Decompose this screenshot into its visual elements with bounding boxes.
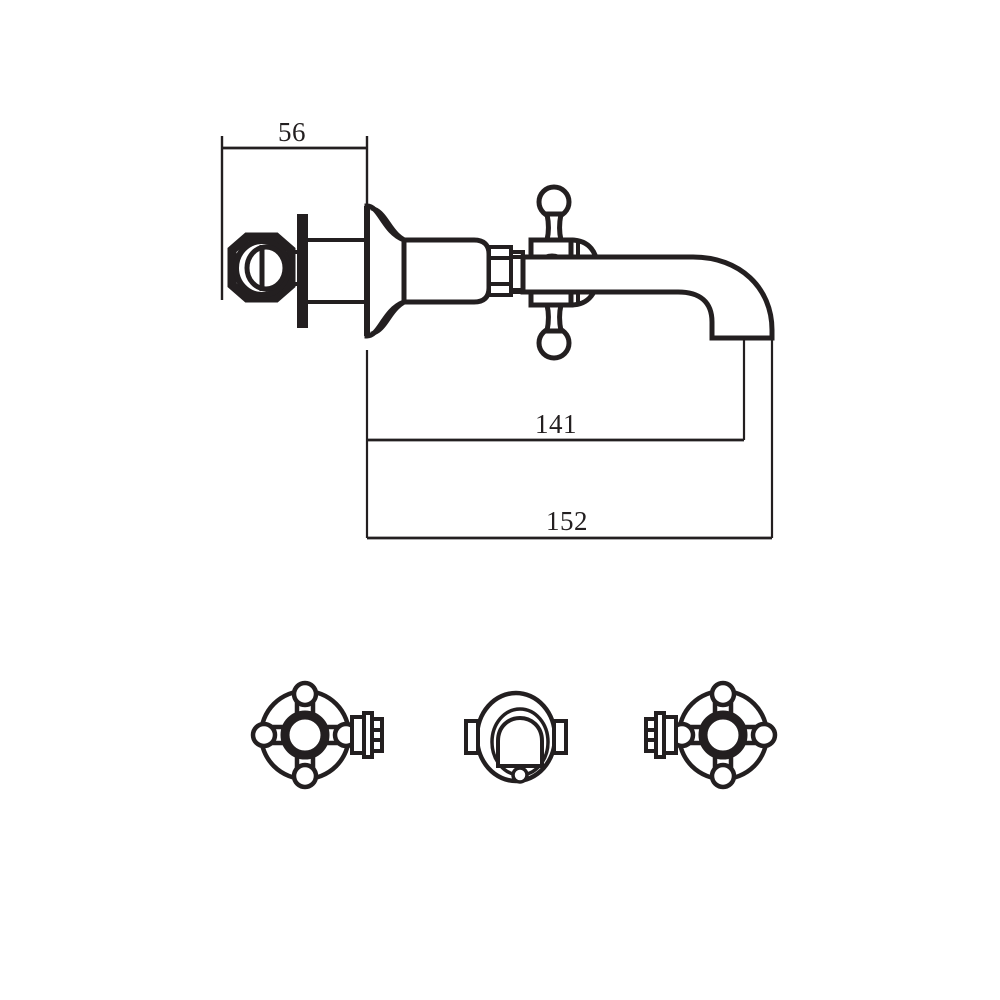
detail-spout-front: [464, 690, 568, 784]
valve-body: [401, 237, 492, 305]
spout-aerator: [511, 766, 529, 784]
handle-stem-bottom: [543, 302, 565, 334]
escutcheon: [364, 203, 407, 339]
dimension-label-152: 152: [546, 506, 588, 536]
view-side-elevation: [227, 184, 775, 361]
hex-nut-bore: [244, 244, 288, 292]
dimension-141: [365, 330, 746, 442]
spindle-neck: [487, 245, 513, 297]
handle-hub-inner-ring: [286, 716, 324, 754]
dimension-152: [365, 330, 774, 540]
handle-connector: [350, 711, 384, 759]
dimension-label-141: 141: [535, 409, 577, 439]
detail-cross-handle-right: [644, 680, 778, 790]
spout-neck-join: [511, 255, 531, 294]
spout: [520, 254, 775, 341]
handle-connector: [644, 711, 678, 759]
valve-sleeve: [304, 232, 369, 312]
dimension-56: [220, 136, 369, 300]
spout-outlet-profile: [496, 715, 544, 768]
dimension-label-56: 56: [278, 117, 306, 147]
handle-hub-inner-ring: [704, 716, 742, 754]
handle-knobs: [668, 680, 778, 790]
handle-stem-top: [543, 211, 565, 243]
spout-side-tabs: [464, 719, 568, 755]
detail-cross-handle-left: [250, 680, 384, 790]
